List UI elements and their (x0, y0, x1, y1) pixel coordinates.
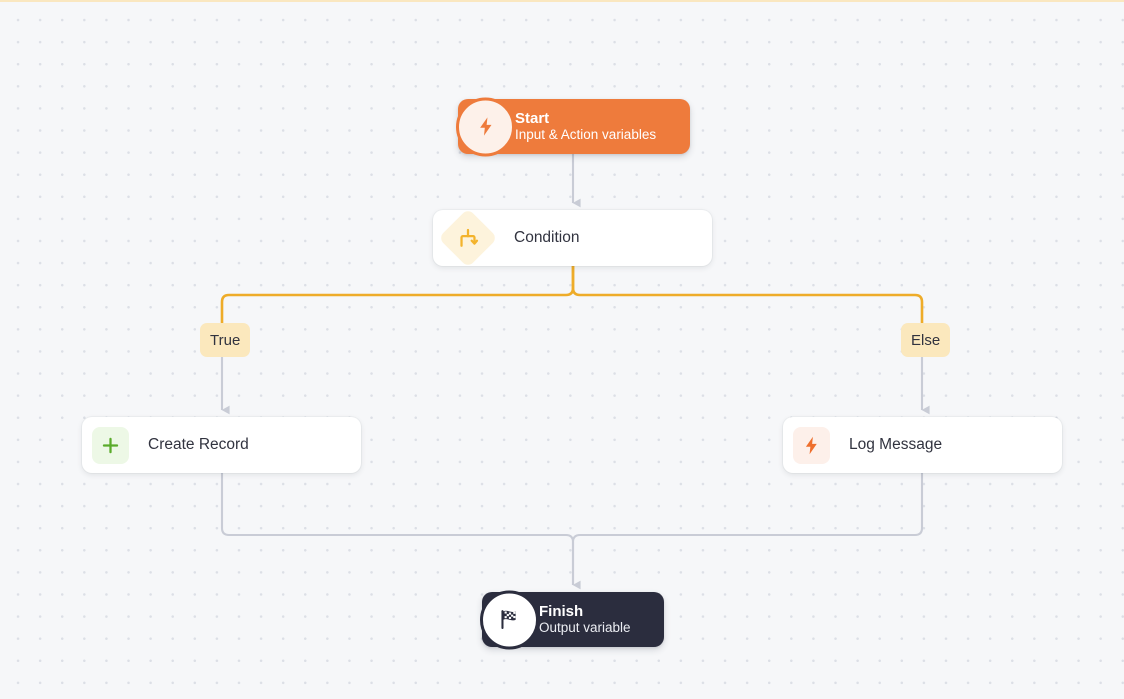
checkered-flag-icon (500, 610, 516, 630)
condition-branch-icon (460, 228, 479, 247)
top-rule-divider (0, 0, 1124, 2)
plus-icon (102, 437, 119, 453)
log-message-icon-tile (793, 426, 830, 464)
lightning-bolt-icon (805, 436, 817, 454)
condition-icon-diamond (438, 208, 498, 268)
finish-title: Finish (539, 602, 584, 620)
lightning-bolt-icon (479, 117, 491, 136)
node-create-record[interactable]: Create Record (82, 417, 361, 473)
condition-label: Condition (514, 229, 580, 246)
start-badge (456, 97, 515, 156)
node-start[interactable]: Start Input & Action variables (456, 97, 690, 156)
branch-label-true[interactable]: True (200, 323, 251, 357)
create-record-label: Create Record (148, 436, 249, 453)
log-message-label: Log Message (849, 436, 943, 453)
start-subtitle: Input & Action variables (515, 127, 657, 143)
finish-subtitle: Output variable (539, 620, 631, 636)
node-condition[interactable]: Condition (433, 208, 712, 268)
start-title: Start (515, 109, 550, 127)
branch-label-else-text: Else (911, 331, 941, 349)
create-record-icon-tile (92, 426, 129, 464)
node-finish[interactable]: Finish Output variable (480, 590, 664, 649)
finish-badge (480, 590, 539, 649)
branch-label-true-text: True (210, 331, 241, 349)
branch-label-else[interactable]: Else (901, 323, 951, 357)
node-log-message[interactable]: Log Message (783, 417, 1062, 473)
